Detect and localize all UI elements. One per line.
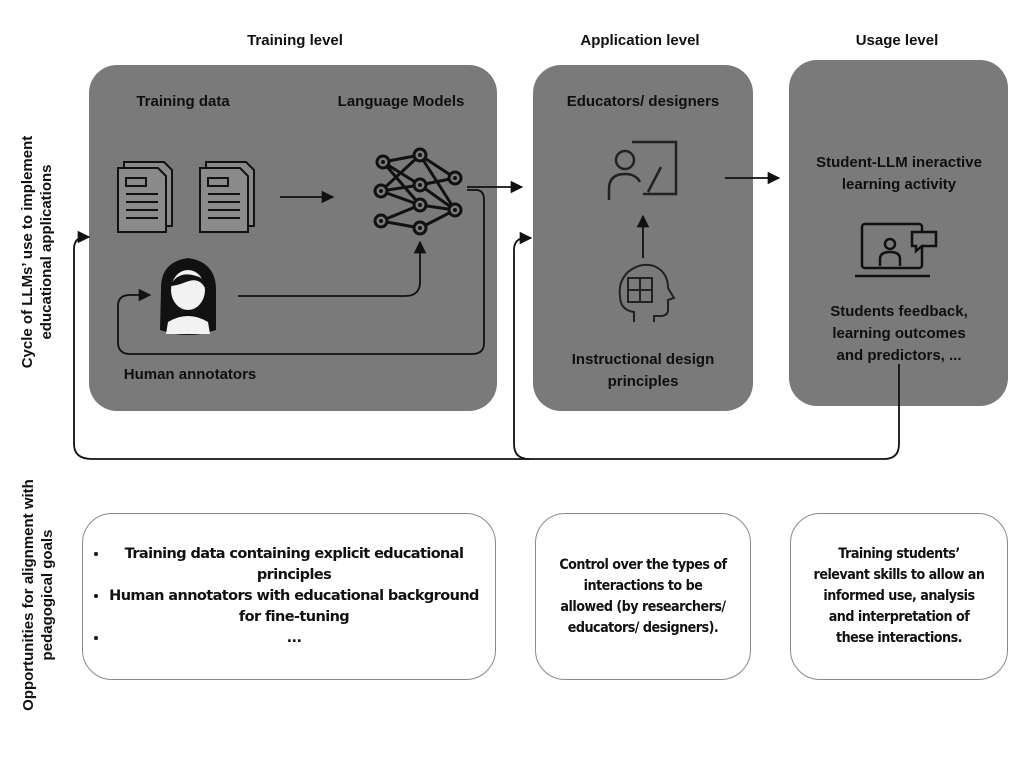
arrow-usage-to-application [513, 231, 533, 460]
usage-opportunity-text: Training students’ relevant skills to al… [813, 546, 985, 646]
language-models-label: Language Models [337, 93, 465, 110]
usage-opportunities-box: Training students’ relevant skills to al… [790, 513, 1008, 680]
training-opportunities-list: Training data containing explicit educat… [83, 544, 495, 649]
document-icon [117, 161, 173, 233]
application-opportunity-text: Control over the types of interactions t… [559, 556, 727, 636]
teacher-board-icon [607, 140, 678, 200]
arrow-models-to-annotators [117, 189, 485, 355]
educators-designers-label: Educators/ designers [566, 93, 720, 110]
neural-network-icon [373, 147, 463, 236]
student-llm-activity-label: Student-LLM ineractive learning activity [816, 154, 982, 193]
training-level-title: Training level [247, 32, 343, 49]
training-data-label: Training data [136, 93, 230, 110]
instructional-design-label: Instructional design principles [571, 351, 715, 390]
training-opportunities-box: Training data containing explicit educat… [82, 513, 496, 680]
list-item: Human annotators with educational backgr… [109, 586, 495, 628]
human-annotators-label: Human annotators [123, 366, 257, 383]
document-icon [199, 161, 255, 233]
usage-panel [789, 60, 1008, 406]
laptop-video-call-icon [855, 222, 938, 278]
brain-puzzle-icon [618, 263, 676, 322]
list-item: ... [109, 628, 495, 649]
application-level-title: Application level [580, 32, 700, 49]
arrow-annotators-to-models [238, 240, 427, 297]
application-opportunities-box: Control over the types of interactions t… [535, 513, 751, 680]
person-icon [160, 258, 216, 335]
students-feedback-label: Students feedback, learning outcomes and… [830, 303, 968, 364]
list-item: Training data containing explicit educat… [109, 544, 495, 586]
arrow-usage-to-training [73, 230, 900, 460]
usage-level-title: Usage level [855, 32, 939, 49]
